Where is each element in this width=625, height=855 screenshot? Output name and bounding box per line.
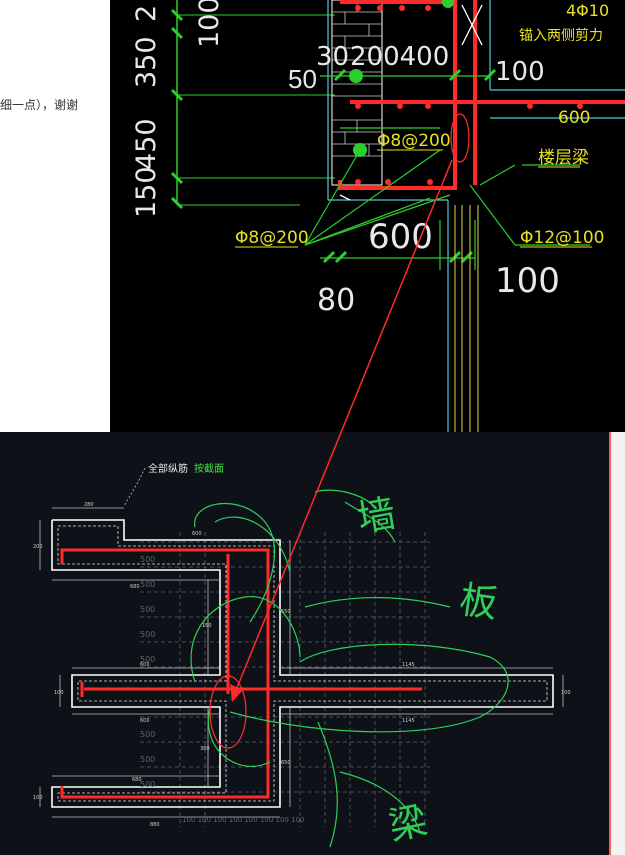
annotation-by-section: 按截面	[194, 462, 224, 475]
top-right-rebar: 4Φ10	[566, 1, 609, 20]
rebar-label-phi8-left: Φ8@200	[235, 228, 309, 248]
handwritten-slab: 板	[457, 577, 501, 626]
svg-text:500: 500	[140, 605, 155, 614]
section-detail-svg: 2 350 450 150 100 50	[131, 0, 625, 432]
dim-680-lower: 680	[132, 777, 142, 783]
svg-text:500: 500	[140, 730, 155, 739]
grid-spacing-row: 100 100 100 100 100 100 100 100	[182, 816, 304, 824]
handwritten-markup	[190, 489, 509, 848]
dim-200400: 200400	[350, 42, 449, 72]
dim-80: 80	[317, 283, 355, 318]
dim-600-upper: 600	[192, 531, 202, 537]
dim-150: 150	[202, 623, 212, 629]
dim-880: 880	[150, 822, 160, 828]
dim-50: 50	[288, 64, 317, 94]
column-section-svg: 280 200 600 680 550 150 600 100 1145 600…	[33, 462, 571, 849]
section-rebar	[60, 548, 422, 799]
svg-text:500: 500	[140, 780, 155, 789]
dim-350: 350	[131, 36, 162, 88]
dim-200: 200	[33, 544, 43, 550]
highlight-ellipse	[209, 675, 247, 749]
dim-100-left: 100	[194, 0, 225, 48]
svg-text:500: 500	[140, 755, 155, 764]
dim-1145-bottom: 1145	[402, 718, 415, 724]
annotation-all-rebar: 全部纵筋	[148, 462, 188, 475]
svg-text:500: 500	[140, 655, 155, 664]
svg-text:500: 500	[140, 630, 155, 639]
cad-detail-top: 2 350 450 150 100 50	[110, 0, 625, 432]
dim-600-right: 600	[558, 108, 590, 128]
rebar-label-phi12: Φ12@100	[520, 228, 604, 248]
rebar-label-phi8-top: Φ8@200	[377, 131, 451, 151]
beam-label: 楼层梁	[538, 148, 589, 168]
dim-680-upper: 680	[130, 584, 140, 590]
dim-1145-top: 1145	[402, 662, 415, 668]
page-fragment-text: 细一点），谢谢	[0, 98, 79, 112]
cad-section-bottom: 280 200 600 680 550 150 600 100 1145 600…	[0, 432, 625, 855]
dim-650: 650	[281, 760, 291, 766]
dim-100-lower: 100	[33, 795, 43, 801]
dim-2: 2	[131, 5, 162, 22]
dim-100-left: 100	[54, 690, 64, 696]
dim-100-right: 100	[561, 690, 571, 696]
svg-text:500: 500	[140, 580, 155, 589]
handwritten-beam: 梁	[385, 798, 431, 849]
vertical-scrollbar[interactable]	[609, 432, 625, 855]
section-outline	[51, 519, 554, 808]
dim-600-mid: 600	[140, 662, 150, 668]
brick-wall	[331, 0, 383, 186]
svg-text:500: 500	[140, 555, 155, 564]
handwritten-labels: 墙 板 梁	[354, 491, 501, 849]
dim-280: 280	[84, 502, 94, 508]
top-right-note: 锚入两侧剪力	[519, 28, 603, 44]
dim-100-right: 100	[495, 57, 545, 87]
dim-380: 380	[200, 746, 210, 752]
dim-600-mid-bottom: 600	[140, 718, 150, 724]
dim-450: 450	[131, 118, 162, 170]
dim-30: 30	[316, 42, 349, 72]
handwritten-wall: 墙	[354, 491, 399, 541]
dim-600-bottom: 600	[368, 217, 433, 257]
dim-100-bottom: 100	[495, 261, 560, 301]
dim-150: 150	[131, 166, 162, 218]
